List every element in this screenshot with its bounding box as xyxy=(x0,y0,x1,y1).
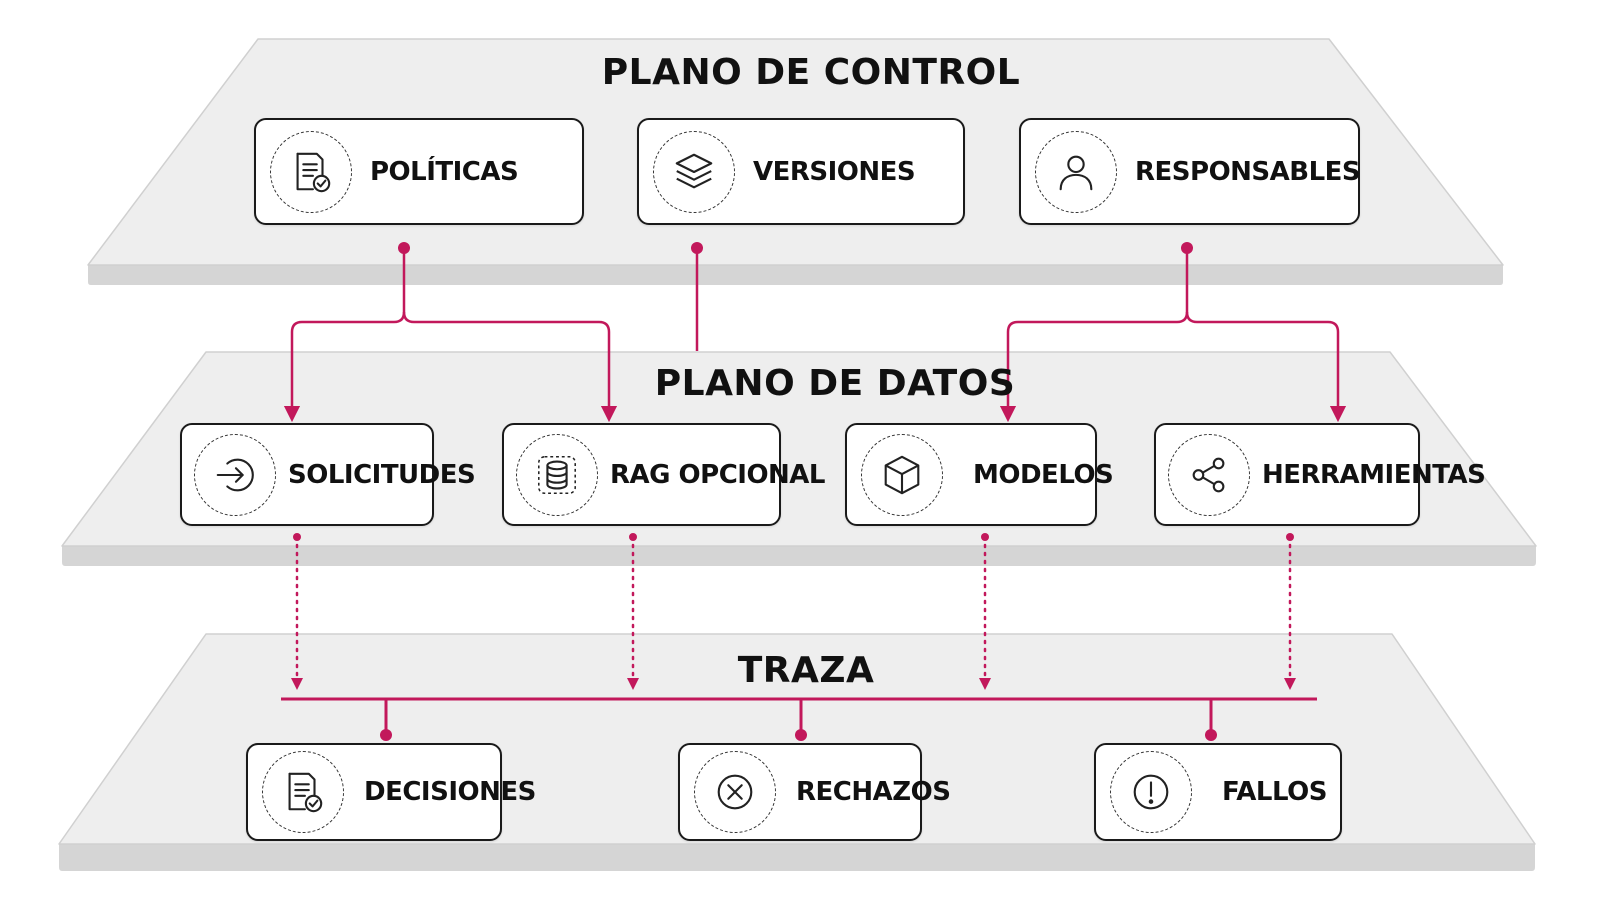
policy-document-icon xyxy=(270,130,352,213)
card-label: RAG OPCIONAL xyxy=(610,459,826,490)
card-label: FALLOS xyxy=(1222,777,1327,807)
database-icon xyxy=(516,433,598,516)
connector-dots xyxy=(398,242,1193,254)
card-modelos[interactable]: MODELOS xyxy=(845,423,1114,526)
trace-bus xyxy=(281,697,1317,734)
card-label: MODELOS xyxy=(973,459,1114,490)
card-herramientas[interactable]: HERRAMIENTAS xyxy=(1154,423,1486,526)
responsables-connector-branch xyxy=(1185,311,1347,423)
card-label: RECHAZOS xyxy=(796,777,951,807)
card-label: HERRAMIENTAS xyxy=(1262,459,1486,490)
card-solicitudes[interactable]: SOLICITUDES xyxy=(180,423,476,526)
card-label: DECISIONES xyxy=(364,777,536,807)
trace-bus-dots xyxy=(380,729,1217,741)
card-label: RESPONSABLES xyxy=(1135,156,1361,187)
politicas-connector-branch xyxy=(402,311,618,423)
card-politicas[interactable]: POLÍTICAS xyxy=(254,118,584,225)
card-fallos[interactable]: FALLOS xyxy=(1094,743,1342,841)
decision-document-icon xyxy=(262,751,344,833)
login-arrow-icon xyxy=(194,433,276,516)
card-rag-opcional[interactable]: RAG OPCIONAL xyxy=(502,423,826,526)
card-label: SOLICITUDES xyxy=(288,459,476,490)
reject-x-icon xyxy=(694,751,776,833)
card-responsables[interactable]: RESPONSABLES xyxy=(1019,118,1361,225)
card-versiones[interactable]: VERSIONES xyxy=(637,118,965,225)
data-plane-title: PLANO DE DATOS xyxy=(654,363,1016,404)
user-icon xyxy=(1035,130,1117,213)
share-icon xyxy=(1168,433,1250,516)
control-to-data-connectors xyxy=(283,248,1347,423)
data-to-trace-connectors xyxy=(295,535,1292,680)
card-decisiones[interactable]: DECISIONES xyxy=(246,743,536,841)
cube-icon xyxy=(861,433,943,516)
dotted-arrow-ends xyxy=(291,533,1296,690)
card-label: VERSIONES xyxy=(753,156,916,187)
card-label: POLÍTICAS xyxy=(370,156,519,187)
warning-exclamation-icon xyxy=(1110,751,1192,833)
trace-plane-title: TRAZA xyxy=(737,650,875,691)
layers-icon xyxy=(653,130,735,213)
card-rechazos[interactable]: RECHAZOS xyxy=(678,743,951,841)
control-plane-title: PLANO DE CONTROL xyxy=(601,52,1021,93)
